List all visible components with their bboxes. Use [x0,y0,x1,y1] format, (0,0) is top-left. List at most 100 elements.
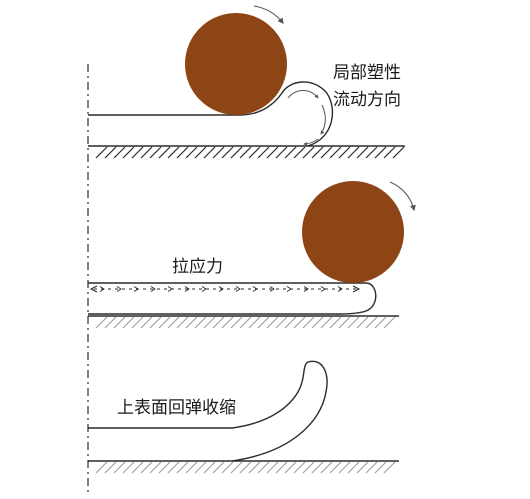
tension-arrowhead [337,286,343,292]
stage-2-rotation-arrow [389,181,416,212]
tension-arrowhead [286,286,292,292]
stage-1-ground-hatch [95,146,405,159]
hatch-line [356,461,369,474]
hatch-line [131,461,144,474]
hatch-line [212,316,225,329]
hatch-line [329,146,342,159]
hatch-line [365,146,378,159]
hatch-line [158,461,171,474]
hatch-line [95,316,108,329]
tension-arrowhead [269,286,275,292]
hatch-line [131,316,144,329]
hatch-line [284,316,297,329]
hatch-line [185,461,198,474]
stage-2-ground-hatch [95,316,396,329]
hatch-line [329,316,342,329]
hatch-line [320,461,333,474]
stage-1-roller [185,13,287,115]
hatch-line [383,146,396,159]
hatch-line [176,146,189,159]
hatch-line [194,146,207,159]
hatch-line [356,316,369,329]
stage-2-label: 拉应力 [172,257,223,277]
tension-arrowhead [303,286,309,292]
hatch-line [158,146,171,159]
hatch-line [221,316,234,329]
hatch-line [203,316,216,329]
hatch-line [140,316,153,329]
tension-arrowhead-left [89,285,98,293]
hatch-line [365,316,378,329]
hatch-line [221,146,234,159]
hatch-line [221,461,234,474]
hatch-line [104,146,117,159]
hatch-line [302,461,315,474]
tension-arrowhead [320,286,326,292]
hatch-line [347,461,360,474]
hatch-line [266,146,279,159]
hatch-line [113,146,126,159]
hatch-line [104,316,117,329]
hatch-line [266,316,279,329]
stage-1-rotation-arrow [253,5,284,24]
tension-arrowhead [133,286,139,292]
hatch-line [275,461,288,474]
hatch-line [140,461,153,474]
stage-3-label: 上表面回弹收缩 [117,398,236,418]
stage-3-ground-hatch [95,461,396,474]
tension-arrowhead [167,286,173,292]
tension-arrowhead [99,286,105,292]
stage-1-flow-arrow-bottom [303,138,319,146]
hatch-line [95,461,108,474]
hatch-line [212,461,225,474]
stage-3: 上表面回弹收缩 [88,360,399,474]
hatch-line [311,316,324,329]
hatch-line [338,461,351,474]
hatch-line [284,461,297,474]
hatch-line [230,146,243,159]
hatch-line [185,146,198,159]
hatch-line [284,146,297,159]
hatch-line [149,146,162,159]
tension-arrowhead [235,286,241,292]
hatch-line [176,461,189,474]
hatch-line [266,461,279,474]
hatch-line [392,146,405,159]
hatch-line [113,316,126,329]
hatch-line [293,461,306,474]
hatch-line [113,461,126,474]
tension-arrowhead [116,286,122,292]
hatch-line [338,316,351,329]
hatch-line [329,461,342,474]
hatch-line [167,146,180,159]
hatch-line [275,146,288,159]
hatch-line [248,316,261,329]
hatch-line [248,146,261,159]
hatch-line [374,316,387,329]
hatch-line [203,146,216,159]
stage-2-roller [302,181,404,283]
hatch-line [131,146,144,159]
hatch-line [293,316,306,329]
hatch-line [347,146,360,159]
hatch-line [311,146,324,159]
tension-arrowhead [252,286,258,292]
hatch-line [356,146,369,159]
hatch-line [374,146,387,159]
hatch-line [248,461,261,474]
stage-1-flow-arrow-top [287,90,319,99]
hatch-line [140,146,153,159]
hatch-line [239,146,252,159]
stage-3-sheet-outline [88,360,328,462]
hatch-line [383,461,396,474]
stage-1-sheet-outline [88,81,334,147]
hatch-line [239,316,252,329]
hatch-line [257,316,270,329]
hatch-line [149,461,162,474]
hatch-line [122,461,135,474]
hatch-line [302,146,315,159]
hatch-line [158,316,171,329]
hatch-line [230,316,243,329]
hatch-line [230,461,243,474]
